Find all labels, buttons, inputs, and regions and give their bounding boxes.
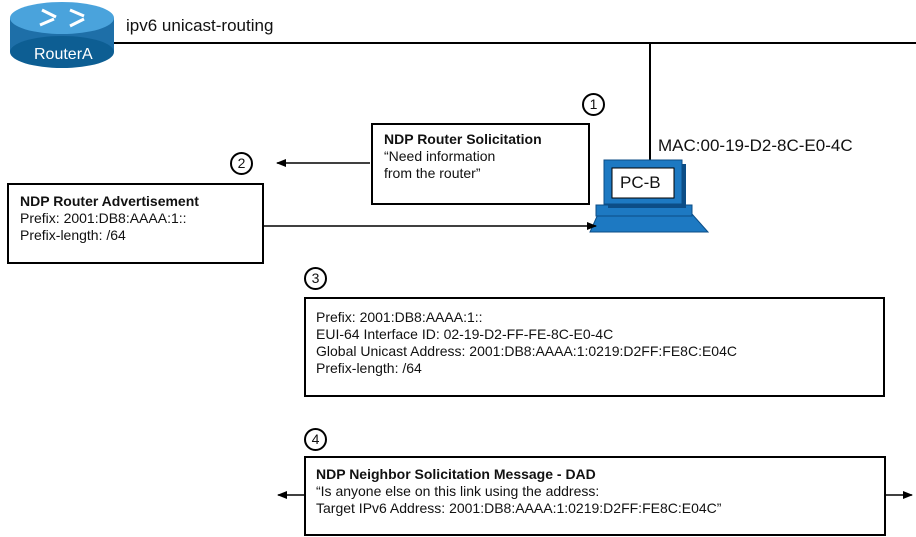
step-1-marker: 1 xyxy=(582,93,605,116)
router-label: RouterA xyxy=(34,46,93,63)
pc-mac-label: MAC:00-19-D2-8C-E0-4C xyxy=(658,136,853,155)
step-2-marker: 2 xyxy=(230,152,253,175)
pc-icon xyxy=(589,159,710,233)
router-config-label: ipv6 unicast-routing xyxy=(126,16,274,35)
eui-prefix-length: Prefix-length: /64 xyxy=(316,360,422,376)
ns-title: NDP Neighbor Solicitation Message - DAD xyxy=(316,466,596,482)
router-icon xyxy=(10,2,114,68)
router-advertisement-box: NDP Router Advertisement Prefix: 2001:DB… xyxy=(7,183,264,264)
ra-prefix-length: Prefix-length: /64 xyxy=(20,227,126,243)
eui-interface-id: EUI-64 Interface ID: 02-19-D2-FF-FE-8C-E… xyxy=(316,326,614,342)
ns-line-1: “Is anyone else on this link using the a… xyxy=(316,483,600,499)
step-3-marker: 3 xyxy=(304,267,327,290)
eui-prefix: Prefix: 2001:DB8:AAAA:1:: xyxy=(316,309,483,325)
rs-line-1: “Need information xyxy=(384,148,496,164)
rs-line-2: from the router” xyxy=(384,165,481,181)
ra-prefix: Prefix: 2001:DB8:AAAA:1:: xyxy=(20,210,187,226)
pc-label: PC-B xyxy=(620,173,661,192)
rs-title: NDP Router Solicitation xyxy=(384,131,542,147)
eui64-address-box: Prefix: 2001:DB8:AAAA:1:: EUI-64 Interfa… xyxy=(304,297,885,397)
router-solicitation-box: NDP Router Solicitation “Need informatio… xyxy=(371,123,590,205)
neighbor-solicitation-box: NDP Neighbor Solicitation Message - DAD … xyxy=(304,456,886,536)
ra-title: NDP Router Advertisement xyxy=(20,193,199,209)
eui-global-unicast: Global Unicast Address: 2001:DB8:AAAA:1:… xyxy=(316,343,737,359)
ns-line-2: Target IPv6 Address: 2001:DB8:AAAA:1:021… xyxy=(316,500,722,516)
step-4-marker: 4 xyxy=(304,428,327,451)
